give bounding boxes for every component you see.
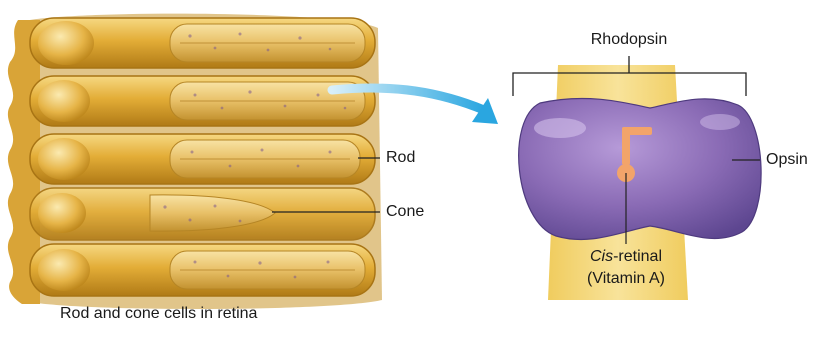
rod-cell xyxy=(30,134,375,184)
photoreceptor-cells xyxy=(8,14,382,309)
rod-cell xyxy=(30,76,375,126)
rod-cell xyxy=(30,244,375,296)
cis-retinal-label: Cis-retinal xyxy=(590,247,662,267)
cone-cell xyxy=(30,188,375,240)
figure-caption: Rod and cone cells in retina xyxy=(60,304,257,324)
rod-label: Rod xyxy=(386,148,415,168)
cis-italic-text: Cis xyxy=(590,248,613,265)
rhodopsin-label: Rhodopsin xyxy=(591,30,668,50)
rod-cell xyxy=(30,18,375,68)
opsin-label: Opsin xyxy=(766,150,808,170)
vitamin-a-label: (Vitamin A) xyxy=(587,269,665,289)
cone-label: Cone xyxy=(386,202,424,222)
retinal-text: -retinal xyxy=(613,248,662,265)
